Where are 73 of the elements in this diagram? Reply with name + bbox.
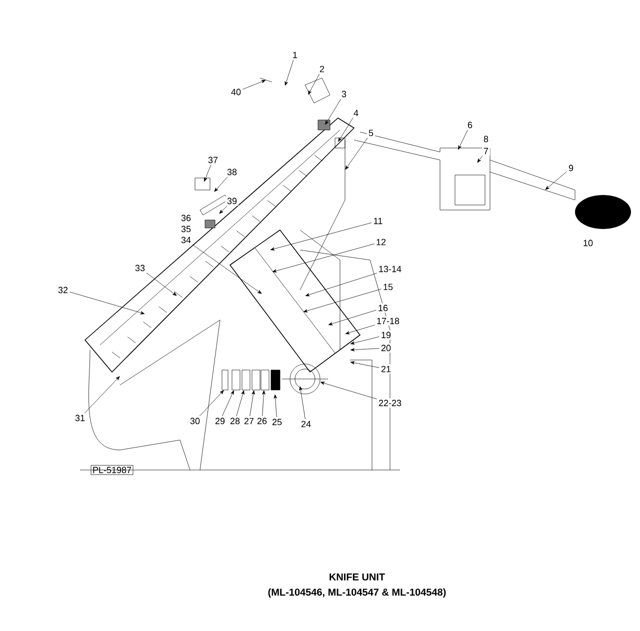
leader-line [274,394,277,418]
leader-line [299,386,306,420]
callout-number: 8 [482,134,490,144]
leader-line [284,60,294,86]
callout-number: 37 [206,155,220,165]
callout-number: 28 [228,416,242,426]
leader-line [272,244,374,272]
callout-number: 29 [214,416,226,426]
leader-line [192,244,262,294]
leader-line [350,336,380,345]
callout-number: 15 [382,282,394,292]
callout-number: 36 [180,213,192,223]
leader-line [545,171,567,190]
callout-number: 32 [56,285,70,295]
callout-number: 20 [380,343,392,353]
callout-number: 17-18 [375,316,401,326]
leader-line [338,118,354,142]
callout-number: 1 [291,50,299,60]
callout-number: 12 [374,237,388,247]
callout-number: 7 [482,146,490,156]
callout-number: 11 [372,216,384,226]
callout-number: 5 [367,128,375,138]
callout-number: 22-23 [377,398,403,408]
caption: (ML-104546, ML-104547 & ML-104548) [268,588,446,598]
leader-line [236,390,244,416]
callout-number: 40 [230,87,242,97]
leader-line [305,273,377,296]
leader-line [477,156,483,163]
callout-number: 35 [180,224,192,234]
callout-number: 31 [74,413,86,423]
callout-number: 34 [180,235,192,245]
leader-line [345,324,375,334]
leader-line [345,138,368,170]
leader-line [222,390,234,416]
callout-number: 25 [270,417,284,427]
leader-line [250,390,255,416]
leader-line [350,348,380,352]
leader-line [84,376,120,414]
callout-number: 27 [242,416,256,426]
leader-line [350,361,380,368]
callout-number: 4 [352,108,360,118]
callout-number: 38 [226,167,238,177]
callout-number: 19 [380,330,392,340]
leader-line [219,206,228,214]
leader-line [70,292,145,314]
callout-number: 39 [226,196,238,206]
part-list-label: PL-51987 [90,465,134,475]
leader-line [458,130,468,150]
callout-number: 24 [300,419,312,429]
callout-number: 9 [567,163,575,173]
title: KNIFE UNIT [330,574,385,580]
callout-number: 3 [340,89,348,99]
callout-number: 30 [188,416,202,426]
leader-line [262,390,266,416]
callout-number: 26 [256,416,268,426]
callout-number: 2 [318,64,326,74]
leader-line [325,98,342,125]
callout-number: 33 [134,263,146,273]
leader-line [214,176,228,192]
callout-number: 13-14 [377,264,403,274]
callout-number: 21 [380,364,392,374]
leader-line [242,80,266,90]
callout-number: 10 [582,238,594,248]
callout-number: 6 [466,120,474,130]
leader-line [320,382,377,400]
callout-number: 16 [376,303,390,313]
leader-line [303,288,382,312]
leader-line [270,222,372,250]
leader-line [204,164,212,182]
leader-line [146,272,177,296]
leader-line [199,390,224,416]
leader-line [308,74,320,95]
leader-line [328,310,376,326]
